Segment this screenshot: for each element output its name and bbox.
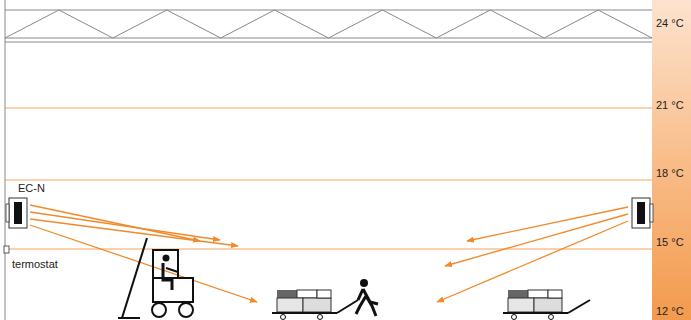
temperature-label: 12 °C xyxy=(656,306,684,317)
pallet-cart xyxy=(503,290,590,320)
thermostat-label: termostat xyxy=(12,259,58,270)
heater-unit xyxy=(6,198,27,228)
temperature-label: 24 °C xyxy=(656,18,684,29)
temperature-label: 15 °C xyxy=(656,237,684,248)
pallet-cart xyxy=(272,290,358,320)
temperature-label: 18 °C xyxy=(656,168,684,179)
roof-truss xyxy=(5,0,652,320)
temperature-strip xyxy=(652,0,691,320)
person xyxy=(356,279,378,316)
thermostat-symbol xyxy=(4,246,9,253)
unit-name: EC-N xyxy=(18,183,45,194)
air-flow-arrow xyxy=(30,205,628,302)
temperature-levels xyxy=(5,108,652,249)
heater-unit xyxy=(632,198,653,228)
temperature-label: 21 °C xyxy=(656,100,684,111)
forklift xyxy=(118,238,193,318)
